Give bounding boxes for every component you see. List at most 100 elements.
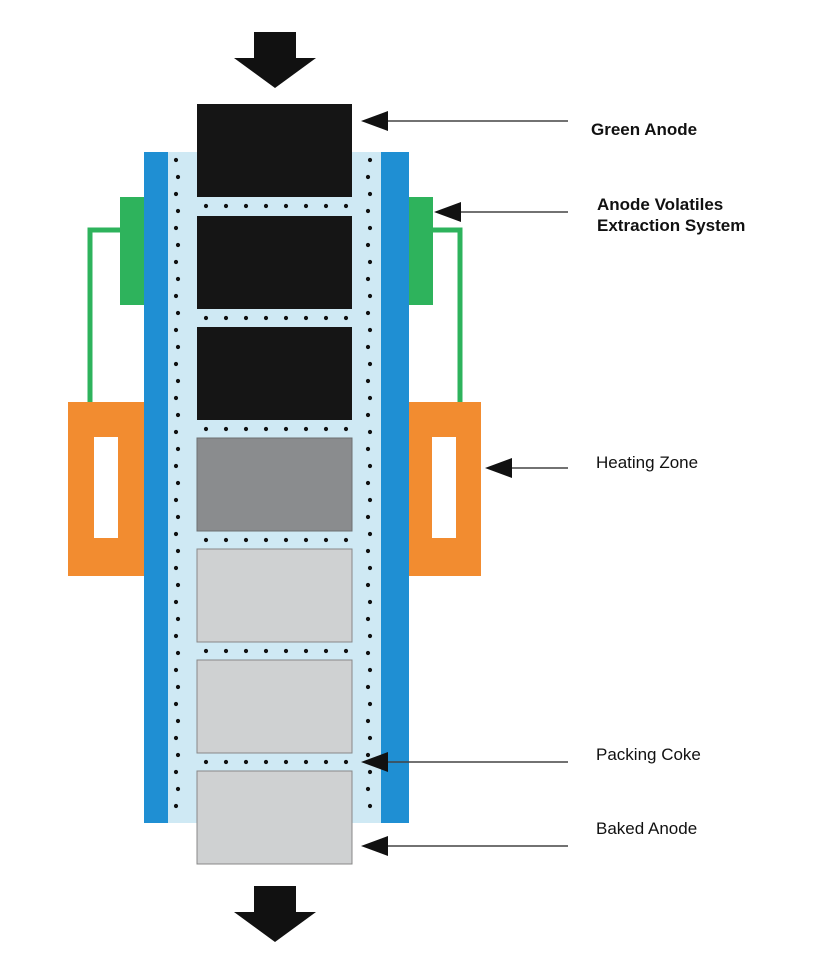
leader-extraction-system [434,202,568,222]
coke-dot [243,537,249,543]
anode-baked-1 [196,548,353,643]
label-volatiles-line2: Extraction System [597,216,746,235]
coke-dot [175,582,181,588]
coke-dot [175,446,181,452]
coke-dot [175,514,181,520]
coke-dot [365,650,371,656]
coke-dot [175,650,181,656]
coke-dot [365,786,371,792]
coke-dot [303,537,309,543]
coke-dot [173,259,179,265]
coke-dot [367,599,373,605]
coke-dot [367,225,373,231]
coke-dot [303,759,309,765]
coke-dot [175,344,181,350]
coke-dot [365,684,371,690]
coke-dot [173,769,179,775]
pointer-arrow-icon [434,202,461,222]
pointer-arrow-icon [361,752,388,772]
coke-dot [365,412,371,418]
coke-dot [323,648,329,654]
coke-dot [367,667,373,673]
coke-dot [243,203,249,209]
coke-dot [303,426,309,432]
coke-dot [175,208,181,214]
coke-dot [343,537,349,543]
coke-dot [175,480,181,486]
coke-dot [365,616,371,622]
coke-dot [365,310,371,316]
coke-dot [323,315,329,321]
coke-dot [343,315,349,321]
coke-dot [223,203,229,209]
coke-dot [367,803,373,809]
coke-dot [365,582,371,588]
coke-dot [173,633,179,639]
coke-dot [367,259,373,265]
leader-heating-zone [485,458,568,478]
coke-dot [365,752,371,758]
coke-dot [173,599,179,605]
coke-dot [243,315,249,321]
coke-dot [303,315,309,321]
label-volatiles-line1: Anode Volatiles [597,195,724,214]
coke-dot [367,191,373,197]
furnace-wall-left [144,152,168,823]
coke-dot [365,446,371,452]
coke-dot [175,616,181,622]
coke-dot [173,565,179,571]
label-packing-coke: Packing Coke [596,745,701,764]
packing-coke-dots [173,157,373,809]
extraction-system-left [87,197,144,402]
coke-dot [303,203,309,209]
coke-dot [367,497,373,503]
coke-dot [173,667,179,673]
extraction-system-right [409,197,463,402]
coke-dot [203,537,209,543]
pointer-arrow-icon [485,458,512,478]
coke-dot [367,429,373,435]
coke-dot [223,537,229,543]
coke-dot [365,548,371,554]
coke-dot [263,315,269,321]
coke-dot [263,426,269,432]
coke-dot [173,531,179,537]
coke-dot [263,759,269,765]
coke-dot [367,157,373,163]
coke-dot [173,701,179,707]
coke-dot [367,395,373,401]
coke-dot [175,378,181,384]
coke-dot [365,276,371,282]
coke-dot [367,463,373,469]
coke-dot [283,203,289,209]
coke-dot [365,514,371,520]
coke-dot [243,759,249,765]
coke-dot [173,463,179,469]
coke-dot [175,684,181,690]
coke-dot [283,537,289,543]
coke-dot [173,735,179,741]
coke-dot [283,648,289,654]
label-heating-zone: Heating Zone [596,453,699,472]
coke-dot [175,548,181,554]
coke-dot [203,648,209,654]
coke-dot [365,378,371,384]
coke-dot [175,276,181,282]
coke-dot [367,769,373,775]
coke-dot [173,429,179,435]
pointer-arrow-icon [361,111,388,131]
coke-dot [367,701,373,707]
coke-dot [343,203,349,209]
coke-dot [223,315,229,321]
coke-dot [323,426,329,432]
coke-dot [367,531,373,537]
coke-dot [365,242,371,248]
coke-dot [283,426,289,432]
coke-dot [365,208,371,214]
leader-baked-anode [361,836,568,856]
coke-dot [343,759,349,765]
coke-dot [173,225,179,231]
coke-dot [223,648,229,654]
heater-left [68,402,144,576]
